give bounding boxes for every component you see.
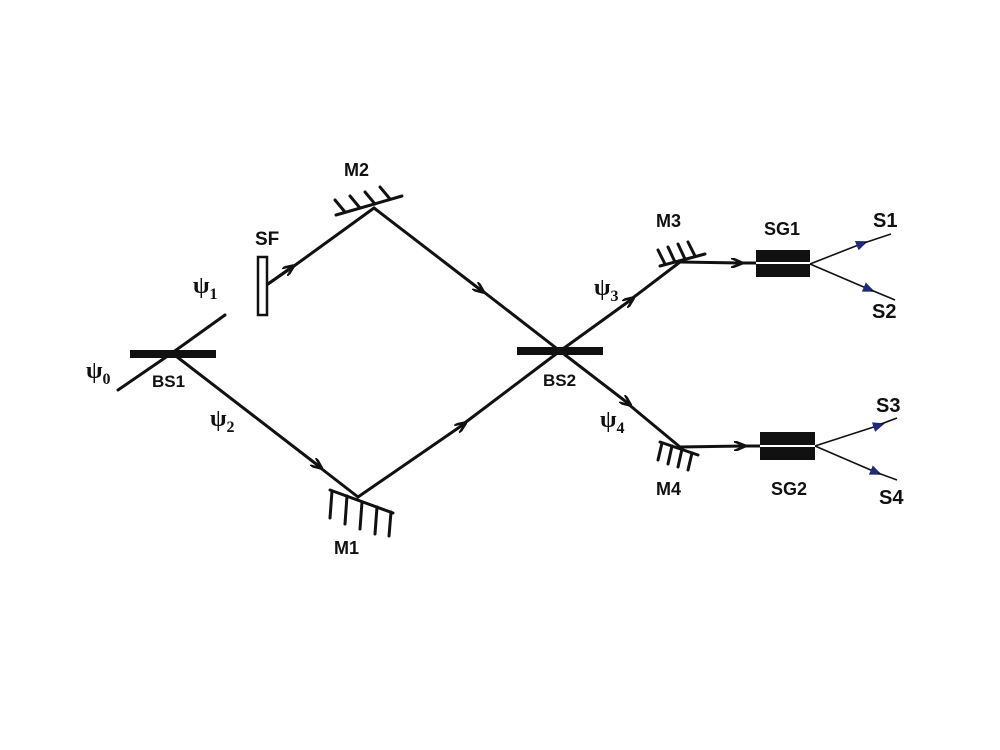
mirror-m2 xyxy=(333,185,404,217)
label-s3: S3 xyxy=(876,395,900,417)
stern-gerlach-sg2 xyxy=(760,432,815,460)
label-bs2: BS2 xyxy=(543,371,576,390)
beam-to-m4 xyxy=(625,401,682,449)
beam-bs1-to-sf xyxy=(170,313,227,355)
beam-arrow-segment-upper-left xyxy=(266,267,292,286)
label-bs1: BS1 xyxy=(152,372,185,391)
beam-m1-to-bs2 xyxy=(356,424,464,499)
label-s1: S1 xyxy=(873,210,897,232)
input-beam xyxy=(116,351,174,392)
beam-m3-to-sg1 xyxy=(678,262,740,263)
output-s4-arrow xyxy=(814,445,882,475)
output-s1-tail xyxy=(863,233,892,244)
label-psi0: ψ0 xyxy=(86,358,111,388)
label-m2: M2 xyxy=(344,160,369,180)
beam-to-m3 xyxy=(628,260,682,302)
spin-flipper-sf xyxy=(256,255,269,317)
label-psi2: ψ2 xyxy=(210,406,235,436)
label-m3: M3 xyxy=(656,211,681,231)
mirror-m4 xyxy=(656,440,700,472)
output-s2-arrow xyxy=(809,263,875,292)
beam-m4-to-sg2 xyxy=(678,446,743,447)
output-s3-arrow xyxy=(814,422,885,447)
output-s1-arrow xyxy=(809,241,868,265)
beam-bs1-to-m1 xyxy=(170,351,320,467)
label-m1: M1 xyxy=(334,538,359,558)
mirror-m3 xyxy=(656,240,707,268)
beam-to-bs2-upper xyxy=(478,287,562,353)
beam-to-m1 xyxy=(316,464,360,499)
mirror-m1 xyxy=(328,488,395,538)
label-psi4: ψ4 xyxy=(600,407,625,437)
label-sf: SF xyxy=(255,229,279,250)
beam-bs2-to-m3 xyxy=(558,299,632,353)
output-s2-tail xyxy=(870,289,896,301)
beam-m2-to-bs2 xyxy=(372,206,482,291)
label-m4: M4 xyxy=(656,479,681,499)
label-s2: S2 xyxy=(872,301,896,323)
beam-to-bs2-lower xyxy=(460,349,562,427)
label-sg1: SG1 xyxy=(764,219,800,239)
output-s3-tail xyxy=(880,417,898,425)
label-psi3: ψ3 xyxy=(594,275,619,305)
label-s4: S4 xyxy=(879,487,904,509)
beam-splitter-bs2 xyxy=(517,347,603,355)
label-sg2: SG2 xyxy=(771,479,807,499)
output-s4-tail xyxy=(877,472,898,481)
label-psi1: ψ1 xyxy=(193,273,218,303)
beam-splitter-bs1 xyxy=(130,350,216,358)
beam-bs2-to-m4 xyxy=(558,349,629,404)
stern-gerlach-sg1 xyxy=(756,250,810,277)
